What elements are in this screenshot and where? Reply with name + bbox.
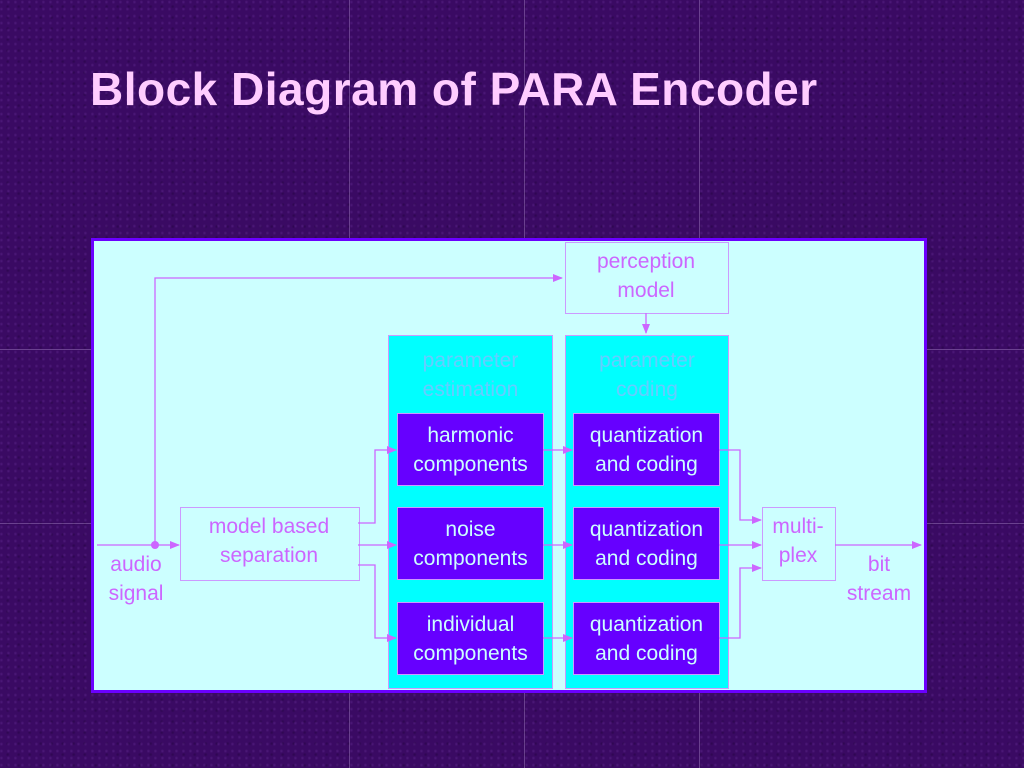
wire-to-perception: [154, 274, 563, 545]
parameter-coding-label: parameter coding: [599, 349, 695, 401]
perception-model-label: perception model: [596, 250, 696, 302]
quantization-coding-block-2: quantization and coding: [573, 507, 720, 580]
quantization-coding-block-1: quantization and coding: [573, 413, 720, 486]
individual-components-block: individual components: [397, 602, 544, 675]
separation-box: [180, 507, 360, 581]
multiplex-box: [762, 507, 836, 581]
wire-coding-mux-1: [719, 449, 762, 524]
wire-coding-mux-3: [719, 564, 762, 639]
wire-sep-harmonic: [358, 446, 397, 524]
junction-dot: [151, 541, 159, 549]
separation-label: model based separation: [208, 515, 330, 567]
parameter-estimation-label: parameter estimation: [422, 349, 519, 401]
bit-stream-label: bit stream: [846, 553, 912, 605]
quantization-coding-block-3: quantization and coding: [573, 602, 720, 675]
harmonic-components-block: harmonic components: [397, 413, 544, 486]
perception-model-box: [565, 242, 729, 314]
wire-sep-individual: [358, 564, 397, 642]
multiplex-label: multi- plex: [772, 515, 824, 567]
noise-components-block: noise components: [397, 507, 544, 580]
audio-signal-label: audio signal: [108, 553, 164, 605]
slide-title: Block Diagram of PARA Encoder: [90, 63, 818, 115]
